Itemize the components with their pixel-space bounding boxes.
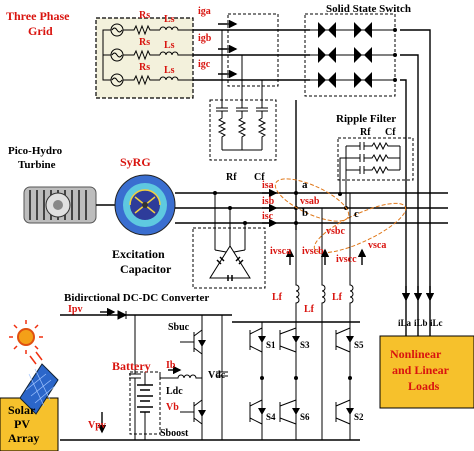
phase-c-label: c — [354, 208, 359, 220]
cf-top-label: Cf — [385, 127, 396, 138]
excitation-label-2: Capacitor — [120, 262, 172, 276]
ls-label-a: Ls — [164, 14, 175, 25]
isc-label: isc — [262, 211, 274, 222]
s6-label: S6 — [300, 412, 310, 422]
nonlinear-linear-loads — [379, 335, 474, 409]
load-label-3: Loads — [408, 379, 440, 393]
cf-mid-label: Cf — [254, 172, 265, 183]
ls-label-c: Ls — [164, 65, 175, 76]
grid-label-1: Three Phase — [6, 9, 70, 23]
ib-label: Ib — [166, 360, 176, 371]
pico-hydro-label-2: Turbine — [18, 159, 56, 171]
voltage-source-inverter — [232, 318, 360, 441]
ripple-filter — [337, 137, 414, 208]
pico-hydro-turbine-icon — [23, 186, 97, 224]
s5-label: S5 — [354, 340, 364, 350]
phase-b-label: b — [302, 207, 308, 219]
rs-label-c: Rs — [139, 62, 150, 73]
ilb-label: iLb — [414, 318, 428, 328]
ivsca-label: ivsca — [270, 246, 291, 257]
ivscc-label: ivscc — [336, 254, 357, 265]
ivscb-label: ivscb — [302, 246, 324, 257]
vsab-label: vsab — [300, 196, 320, 207]
rs-label-b: Rs — [139, 37, 150, 48]
syrg-generator-icon — [114, 174, 176, 236]
grid-sensor-box — [227, 13, 279, 87]
sboost-label: Sboost — [160, 428, 189, 439]
isb-label: isb — [262, 196, 275, 207]
grid-source — [95, 17, 194, 99]
igc-label: igc — [198, 59, 211, 70]
grid-filter — [209, 30, 277, 161]
pico-hydro-label-1: Pico-Hydro — [8, 145, 63, 157]
lf3-label: Lf — [332, 292, 343, 303]
excitation-capacitor — [192, 193, 266, 289]
ila-label: iLa — [398, 318, 412, 328]
vpv-label: Vpv — [88, 420, 106, 431]
lf2-label: Lf — [304, 304, 315, 315]
battery-label: Battery — [112, 359, 151, 373]
sbuc-label: Sbuc — [168, 322, 190, 333]
s2-label: S2 — [354, 412, 364, 422]
solid-state-switch — [304, 13, 397, 97]
excitation-label-1: Excitation — [112, 247, 165, 261]
filter-inductors — [295, 193, 354, 318]
syrg-label: SyRG — [120, 155, 151, 169]
solid-state-switch-label: Solid State Switch — [326, 3, 411, 15]
solar-pv-array — [0, 320, 59, 451]
text-labels: Three Phase Grid Rs Rs Rs Ls Ls Ls iga i… — [6, 3, 450, 445]
bidirectional-dc-dc-converter — [60, 307, 232, 441]
s4-label: S4 — [266, 412, 276, 422]
rs-label-a: Rs — [139, 10, 150, 21]
ldc-label: Ldc — [166, 386, 183, 397]
rf-mid-label: Rf — [226, 172, 237, 183]
s3-label: S3 — [300, 340, 310, 350]
igb-label: igb — [198, 33, 212, 44]
ls-label-b: Ls — [164, 40, 175, 51]
converter-label: Bidirctional DC-DC Converter — [64, 292, 209, 304]
isa-label: isa — [262, 180, 274, 191]
vdc-label: Vdc — [208, 370, 226, 381]
ilc-label: iLc — [430, 318, 443, 328]
load-label-2: and Linear — [392, 363, 450, 377]
vsbc-label: vsbc — [326, 226, 345, 237]
vsca-label: vsca — [368, 240, 386, 251]
vb-label: Vb — [166, 402, 179, 413]
iga-label: iga — [198, 6, 211, 17]
rf-top-label: Rf — [360, 127, 371, 138]
ipv-label: Ipv — [68, 304, 82, 315]
solar-label-1: Solar — [8, 403, 36, 417]
grid-label-2: Grid — [28, 24, 53, 38]
ripple-filter-label: Ripple Filter — [336, 113, 396, 125]
ss-thyristor-pairs — [318, 22, 372, 88]
solar-label-2: PV — [14, 417, 30, 431]
solar-label-3: Array — [8, 431, 39, 445]
s1-label: S1 — [266, 340, 276, 350]
load-label-1: Nonlinear — [390, 347, 442, 361]
phase-a-label: a — [302, 179, 308, 191]
lf1-label: Lf — [272, 292, 283, 303]
